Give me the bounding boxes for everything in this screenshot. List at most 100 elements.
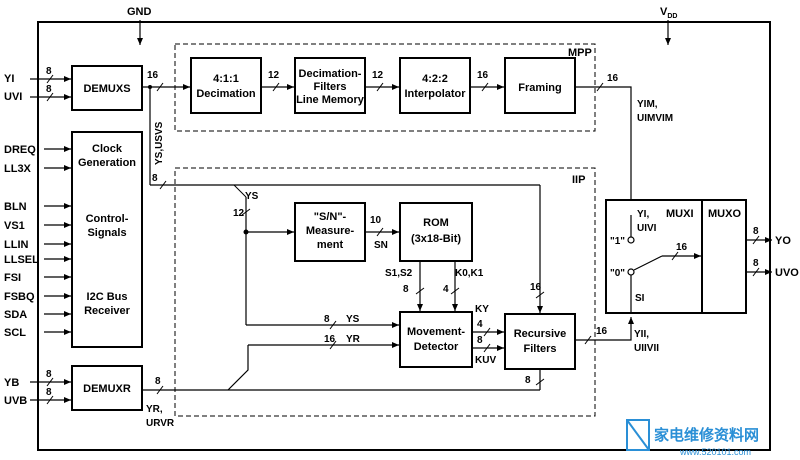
svg-text:Filters: Filters bbox=[523, 343, 556, 355]
signal-yr-urvr-1: YR, bbox=[146, 404, 163, 415]
svg-text:Control-: Control- bbox=[86, 213, 129, 225]
signal-kuv: KUV bbox=[475, 355, 496, 366]
svg-text:FSI: FSI bbox=[4, 272, 21, 284]
signal-ys-usvs: YS,USVS bbox=[154, 121, 165, 165]
interpolator-block bbox=[399, 57, 471, 114]
signal-s1s2: S1,S2 bbox=[385, 268, 413, 279]
svg-text:16: 16 bbox=[607, 73, 619, 84]
signal-ky: KY bbox=[475, 304, 489, 315]
svg-text:Filters: Filters bbox=[313, 81, 346, 93]
signal-yii: YII, bbox=[634, 329, 649, 340]
svg-text:FSBQ: FSBQ bbox=[4, 291, 35, 303]
input-yb: YB bbox=[4, 377, 19, 389]
svg-text:Signals: Signals bbox=[87, 227, 126, 239]
svg-text:VS1: VS1 bbox=[4, 220, 25, 232]
framing-block bbox=[504, 57, 576, 114]
demuxs-block bbox=[71, 65, 143, 111]
svg-text:Decimation: Decimation bbox=[196, 88, 256, 100]
mpp-label: MPP bbox=[568, 47, 592, 59]
movement-detector-block bbox=[399, 311, 473, 368]
svg-text:16: 16 bbox=[676, 242, 688, 253]
svg-text:ROM: ROM bbox=[423, 217, 449, 229]
svg-text:8: 8 bbox=[46, 66, 52, 77]
muxo-label: MUXO bbox=[708, 208, 741, 220]
svg-text:UIVI: UIVI bbox=[637, 223, 657, 234]
svg-text:DREQ: DREQ bbox=[4, 144, 36, 156]
svg-text:8: 8 bbox=[46, 387, 52, 398]
svg-text:Clock: Clock bbox=[92, 143, 123, 155]
signal-ys-md: YS bbox=[346, 314, 360, 325]
watermark: 家电维修资料网 www.520101.com bbox=[626, 419, 759, 457]
framing-label: Framing bbox=[518, 82, 561, 94]
output-yo: YO bbox=[775, 235, 791, 247]
iip-label: IIP bbox=[572, 174, 585, 186]
signal-uimvim: UIMVIM bbox=[637, 113, 673, 124]
input-uvb: UVB bbox=[4, 395, 27, 407]
svg-text:LL3X: LL3X bbox=[4, 163, 32, 175]
svg-text:Movement-: Movement- bbox=[407, 326, 465, 338]
select-1-label: "1" bbox=[610, 236, 625, 247]
svg-text:4:1:1: 4:1:1 bbox=[213, 73, 239, 85]
output-uvo: UVO bbox=[775, 267, 799, 279]
svg-text:8: 8 bbox=[152, 173, 158, 184]
svg-text:LLSEL: LLSEL bbox=[4, 254, 39, 266]
svg-text:8: 8 bbox=[403, 284, 409, 295]
svg-text:12: 12 bbox=[372, 70, 384, 81]
svg-text:8: 8 bbox=[46, 369, 52, 380]
demuxr-label: DEMUXR bbox=[83, 383, 131, 395]
svg-text:8: 8 bbox=[525, 375, 531, 386]
select-0-label: "0" bbox=[610, 268, 625, 279]
muxi-label: MUXI bbox=[666, 208, 694, 220]
chip-outline bbox=[37, 21, 771, 451]
recursive-filters-block bbox=[504, 313, 576, 370]
input-yi: YI bbox=[4, 73, 14, 85]
svg-text:Recursive: Recursive bbox=[514, 328, 567, 340]
svg-text:8: 8 bbox=[477, 335, 483, 346]
signal-uiivii: UIIVII bbox=[634, 343, 659, 354]
svg-text:BLN: BLN bbox=[4, 201, 27, 213]
svg-text:Line Memory: Line Memory bbox=[296, 94, 365, 106]
svg-text:YI,: YI, bbox=[637, 209, 649, 220]
svg-text:SDA: SDA bbox=[4, 309, 27, 321]
svg-text:8: 8 bbox=[155, 376, 161, 387]
demuxr-block bbox=[71, 365, 143, 411]
decimation-filters-block bbox=[294, 57, 366, 114]
signal-yr-urvr-2: URVR bbox=[146, 418, 175, 429]
signal-sn: SN bbox=[374, 240, 388, 251]
signal-yr-md: YR bbox=[346, 334, 361, 345]
svg-text:Generation: Generation bbox=[78, 157, 136, 169]
svg-text:Decimation-: Decimation- bbox=[299, 68, 362, 80]
input-uvi: UVI bbox=[4, 91, 22, 103]
rom-block bbox=[399, 202, 473, 262]
svg-text:16: 16 bbox=[147, 70, 159, 81]
gnd-label: GND bbox=[127, 6, 152, 18]
svg-text:LLIN: LLIN bbox=[4, 239, 28, 251]
svg-text:Interpolator: Interpolator bbox=[404, 88, 466, 100]
signal-k0k1: K0,K1 bbox=[455, 268, 484, 279]
svg-text:ment: ment bbox=[317, 239, 344, 251]
svg-text:16: 16 bbox=[477, 70, 489, 81]
svg-text:4:2:2: 4:2:2 bbox=[422, 73, 448, 85]
svg-text:家电维修资料网: 家电维修资料网 bbox=[654, 426, 759, 444]
svg-text:16: 16 bbox=[596, 326, 608, 337]
demuxs-label: DEMUXS bbox=[83, 83, 130, 95]
vdd-label: VDD bbox=[660, 6, 677, 20]
svg-text:(3x18-Bit): (3x18-Bit) bbox=[411, 233, 461, 245]
svg-text:Measure-: Measure- bbox=[306, 225, 355, 237]
svg-text:10: 10 bbox=[370, 215, 382, 226]
svg-text:8: 8 bbox=[46, 84, 52, 95]
svg-text:SCL: SCL bbox=[4, 327, 26, 339]
svg-text:12: 12 bbox=[233, 208, 245, 219]
svg-text:4: 4 bbox=[477, 319, 483, 330]
svg-text:8: 8 bbox=[324, 314, 330, 325]
svg-text:16: 16 bbox=[530, 282, 542, 293]
iip-region bbox=[174, 167, 596, 417]
sn-measurement-block bbox=[294, 202, 366, 262]
signal-yim: YIM, bbox=[637, 99, 658, 110]
svg-text:I2C Bus: I2C Bus bbox=[87, 291, 128, 303]
svg-text:"S/N"-: "S/N"- bbox=[314, 211, 347, 223]
svg-text:16: 16 bbox=[324, 334, 336, 345]
svg-text:12: 12 bbox=[268, 70, 280, 81]
svg-text:www.520101.com: www.520101.com bbox=[679, 447, 751, 457]
